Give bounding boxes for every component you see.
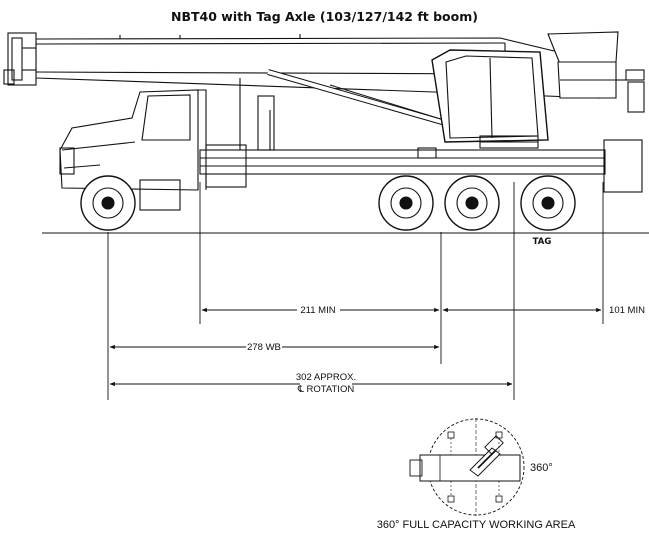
crane-truck-drawing — [3, 31, 645, 231]
dimension-rotation: ℄ ROTATION — [297, 384, 355, 395]
dimension-211-min: 211 MIN — [300, 305, 335, 316]
chassis — [139, 78, 643, 211]
operator-cab — [417, 49, 549, 159]
working-area-angle: 360° — [530, 462, 553, 474]
dimension-lines — [107, 182, 604, 400]
truck-cab — [59, 89, 207, 191]
boom — [3, 31, 645, 113]
tag-axle-label: TAG — [533, 237, 552, 247]
dimension-278-wb: 278 WB — [247, 342, 281, 353]
dimension-302-approx: 302 APPROX. — [296, 372, 356, 383]
rear-wheel-2 — [444, 175, 500, 231]
rear-wheel-1 — [378, 175, 434, 231]
diagram-title: NBT40 with Tag Axle (103/127/142 ft boom… — [171, 9, 478, 24]
working-area-caption: 360° FULL CAPACITY WORKING AREA — [377, 519, 576, 531]
dimension-101-min: 101 MIN — [609, 305, 645, 316]
tag-axle-wheel — [520, 175, 576, 231]
working-area-plan — [409, 418, 525, 516]
front-wheel — [80, 175, 136, 231]
